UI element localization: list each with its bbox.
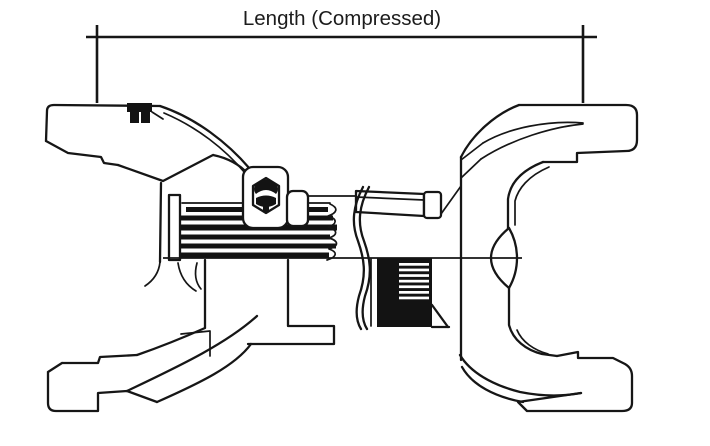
right-inner-lower-2 [516, 329, 549, 355]
nut-tick [263, 206, 269, 212]
right-inner-curve [506, 160, 545, 233]
left-hub-fillets [144, 261, 202, 292]
left-upper-arm-inner-line [163, 112, 246, 174]
left-top-lug [44, 103, 162, 143]
dimension-annotation: Length (Compressed) [86, 7, 597, 103]
splined-coupling [370, 258, 451, 329]
left-lower-arm-internal [180, 330, 211, 357]
left-bottom-lug [46, 353, 159, 413]
spline-bar [181, 252, 329, 258]
right-flange [517, 103, 639, 164]
stub-shaft-cap [422, 190, 443, 220]
left-sleeve-lower [246, 258, 336, 346]
boot-seal [352, 185, 371, 331]
right-arm-inner-lines [480, 121, 584, 160]
left-end-yoke [44, 103, 336, 413]
right-inner-lower [507, 286, 559, 358]
stub-shaft [354, 185, 462, 220]
right-lower-arm-upper-sweep [458, 353, 583, 397]
stub-to-hub [440, 185, 462, 215]
spline-bar [181, 243, 336, 249]
right-arm-joints [460, 142, 484, 179]
boot-curve-outer [352, 185, 365, 331]
left-lower-arm-upper-sweep [125, 314, 259, 393]
right-bottom-lug [516, 350, 634, 413]
right-inner-curve-2 [514, 166, 550, 226]
left-lower-arm-lower-sweep [155, 342, 253, 404]
right-lower-arm-lower-sweep [460, 365, 525, 404]
stub-shaft-line [355, 196, 425, 201]
bearing-ear-and-nut [241, 165, 358, 230]
left-arm-underside [116, 153, 249, 183]
left-top-lug-bottom [44, 139, 120, 167]
spline-stop-ring [167, 193, 182, 262]
boot-curve-inner [358, 185, 371, 331]
spline-broken-end [326, 203, 338, 261]
right-upper-arm-outer [459, 103, 521, 159]
nut-band [256, 195, 276, 207]
bearing-ear-step [285, 189, 310, 228]
dimension-label: Length (Compressed) [243, 7, 441, 30]
coupling-tail [430, 303, 451, 329]
grease-fitting-icon [127, 103, 164, 123]
coupling-stripes [399, 263, 429, 300]
left-hub-edge [158, 181, 163, 264]
nut-cap [254, 179, 278, 194]
spline-bar [181, 234, 330, 240]
left-lower-arm-top-edge [135, 258, 207, 357]
left-upper-arm-outer [158, 104, 252, 171]
